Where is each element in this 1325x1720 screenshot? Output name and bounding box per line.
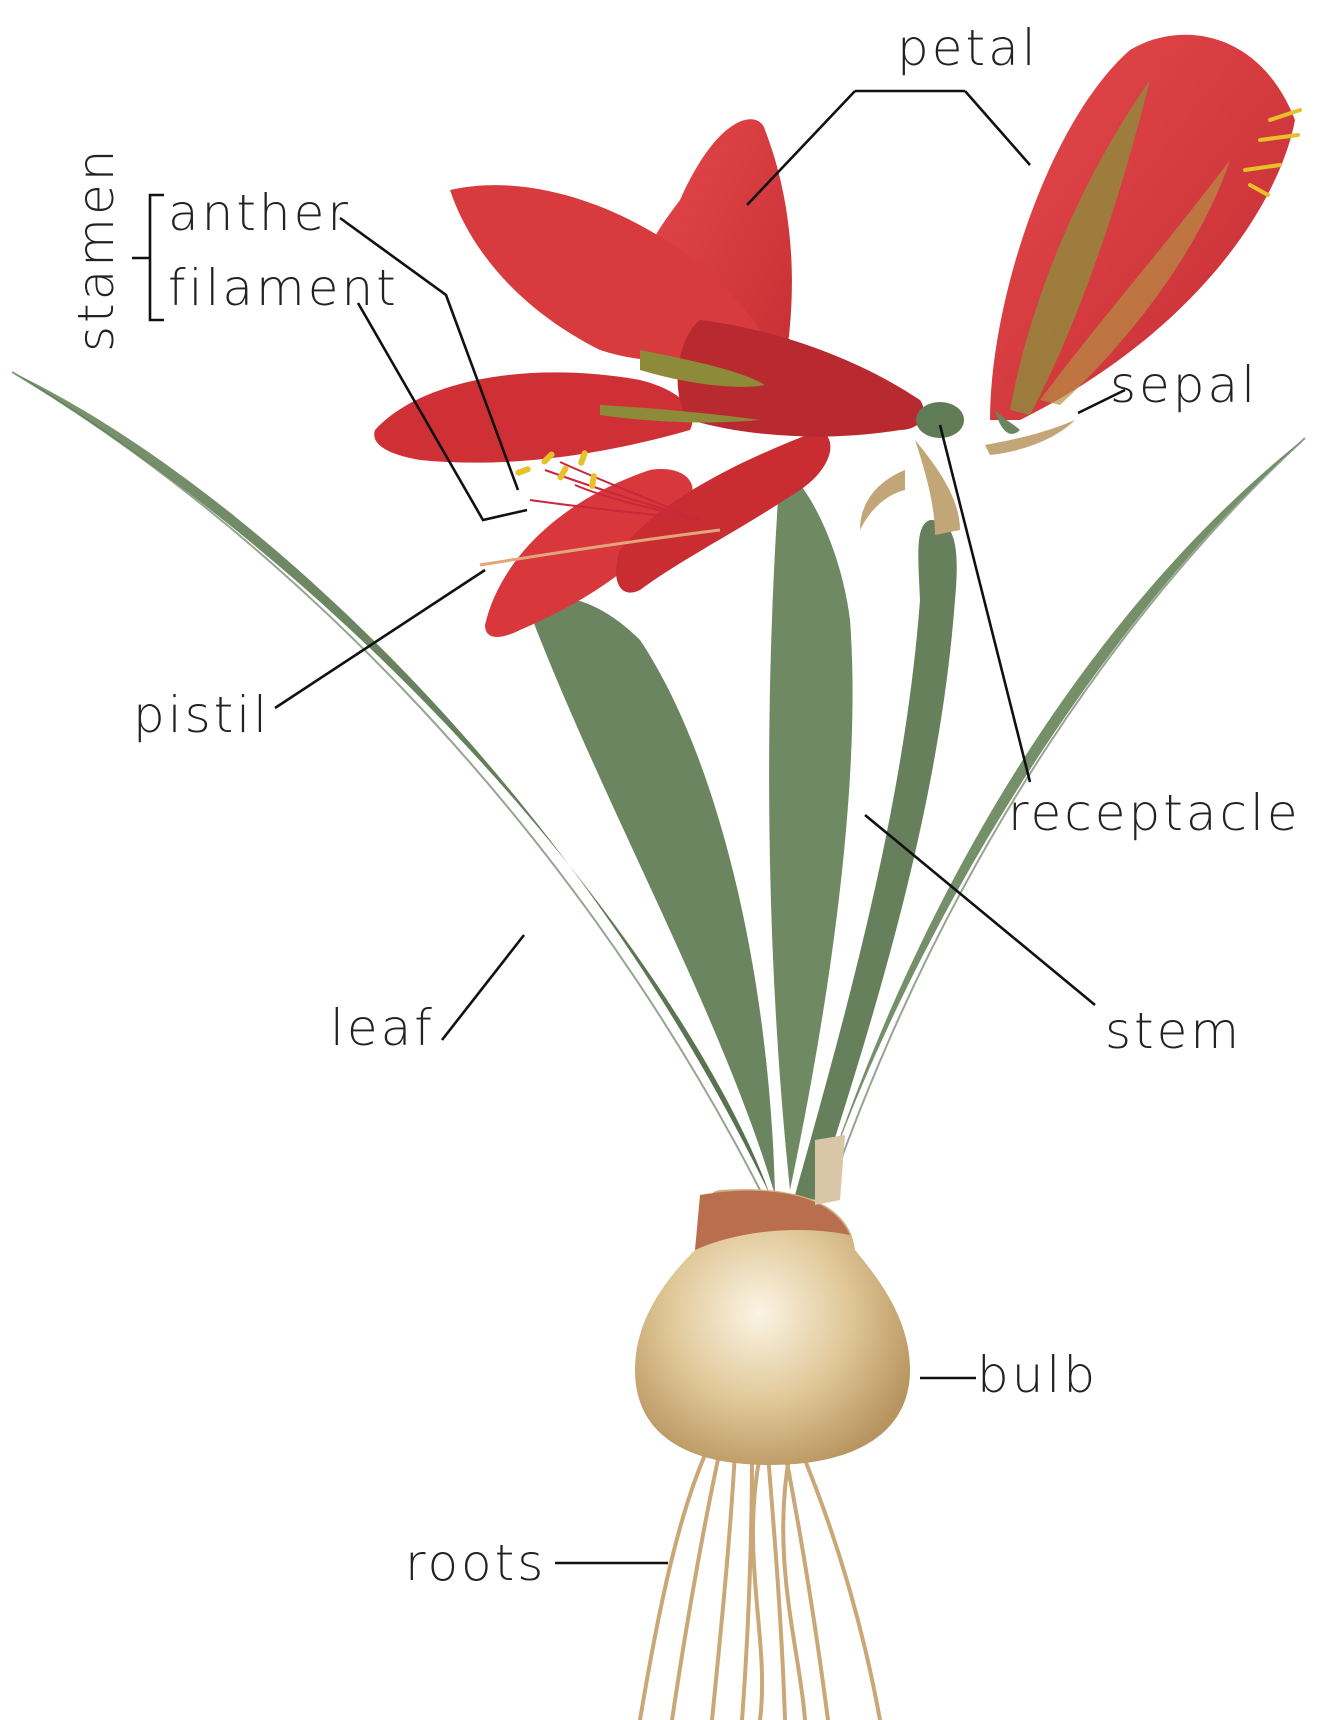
label-stem: stem — [1105, 1002, 1242, 1060]
roots-illustration — [640, 1448, 880, 1720]
label-petal: petal — [897, 19, 1039, 77]
open-flower-illustration — [374, 119, 964, 637]
label-bulb: bulb — [977, 1346, 1098, 1404]
label-roots: roots — [405, 1534, 546, 1592]
label-filament: filament — [168, 259, 399, 317]
label-sepal: sepal — [1110, 356, 1258, 414]
label-receptacle: receptacle — [1008, 784, 1301, 842]
label-pistil: pistil — [133, 686, 270, 744]
label-leaf: leaf — [330, 999, 435, 1057]
label-stamen: stamen — [67, 147, 125, 352]
label-anther: anther — [168, 184, 351, 242]
